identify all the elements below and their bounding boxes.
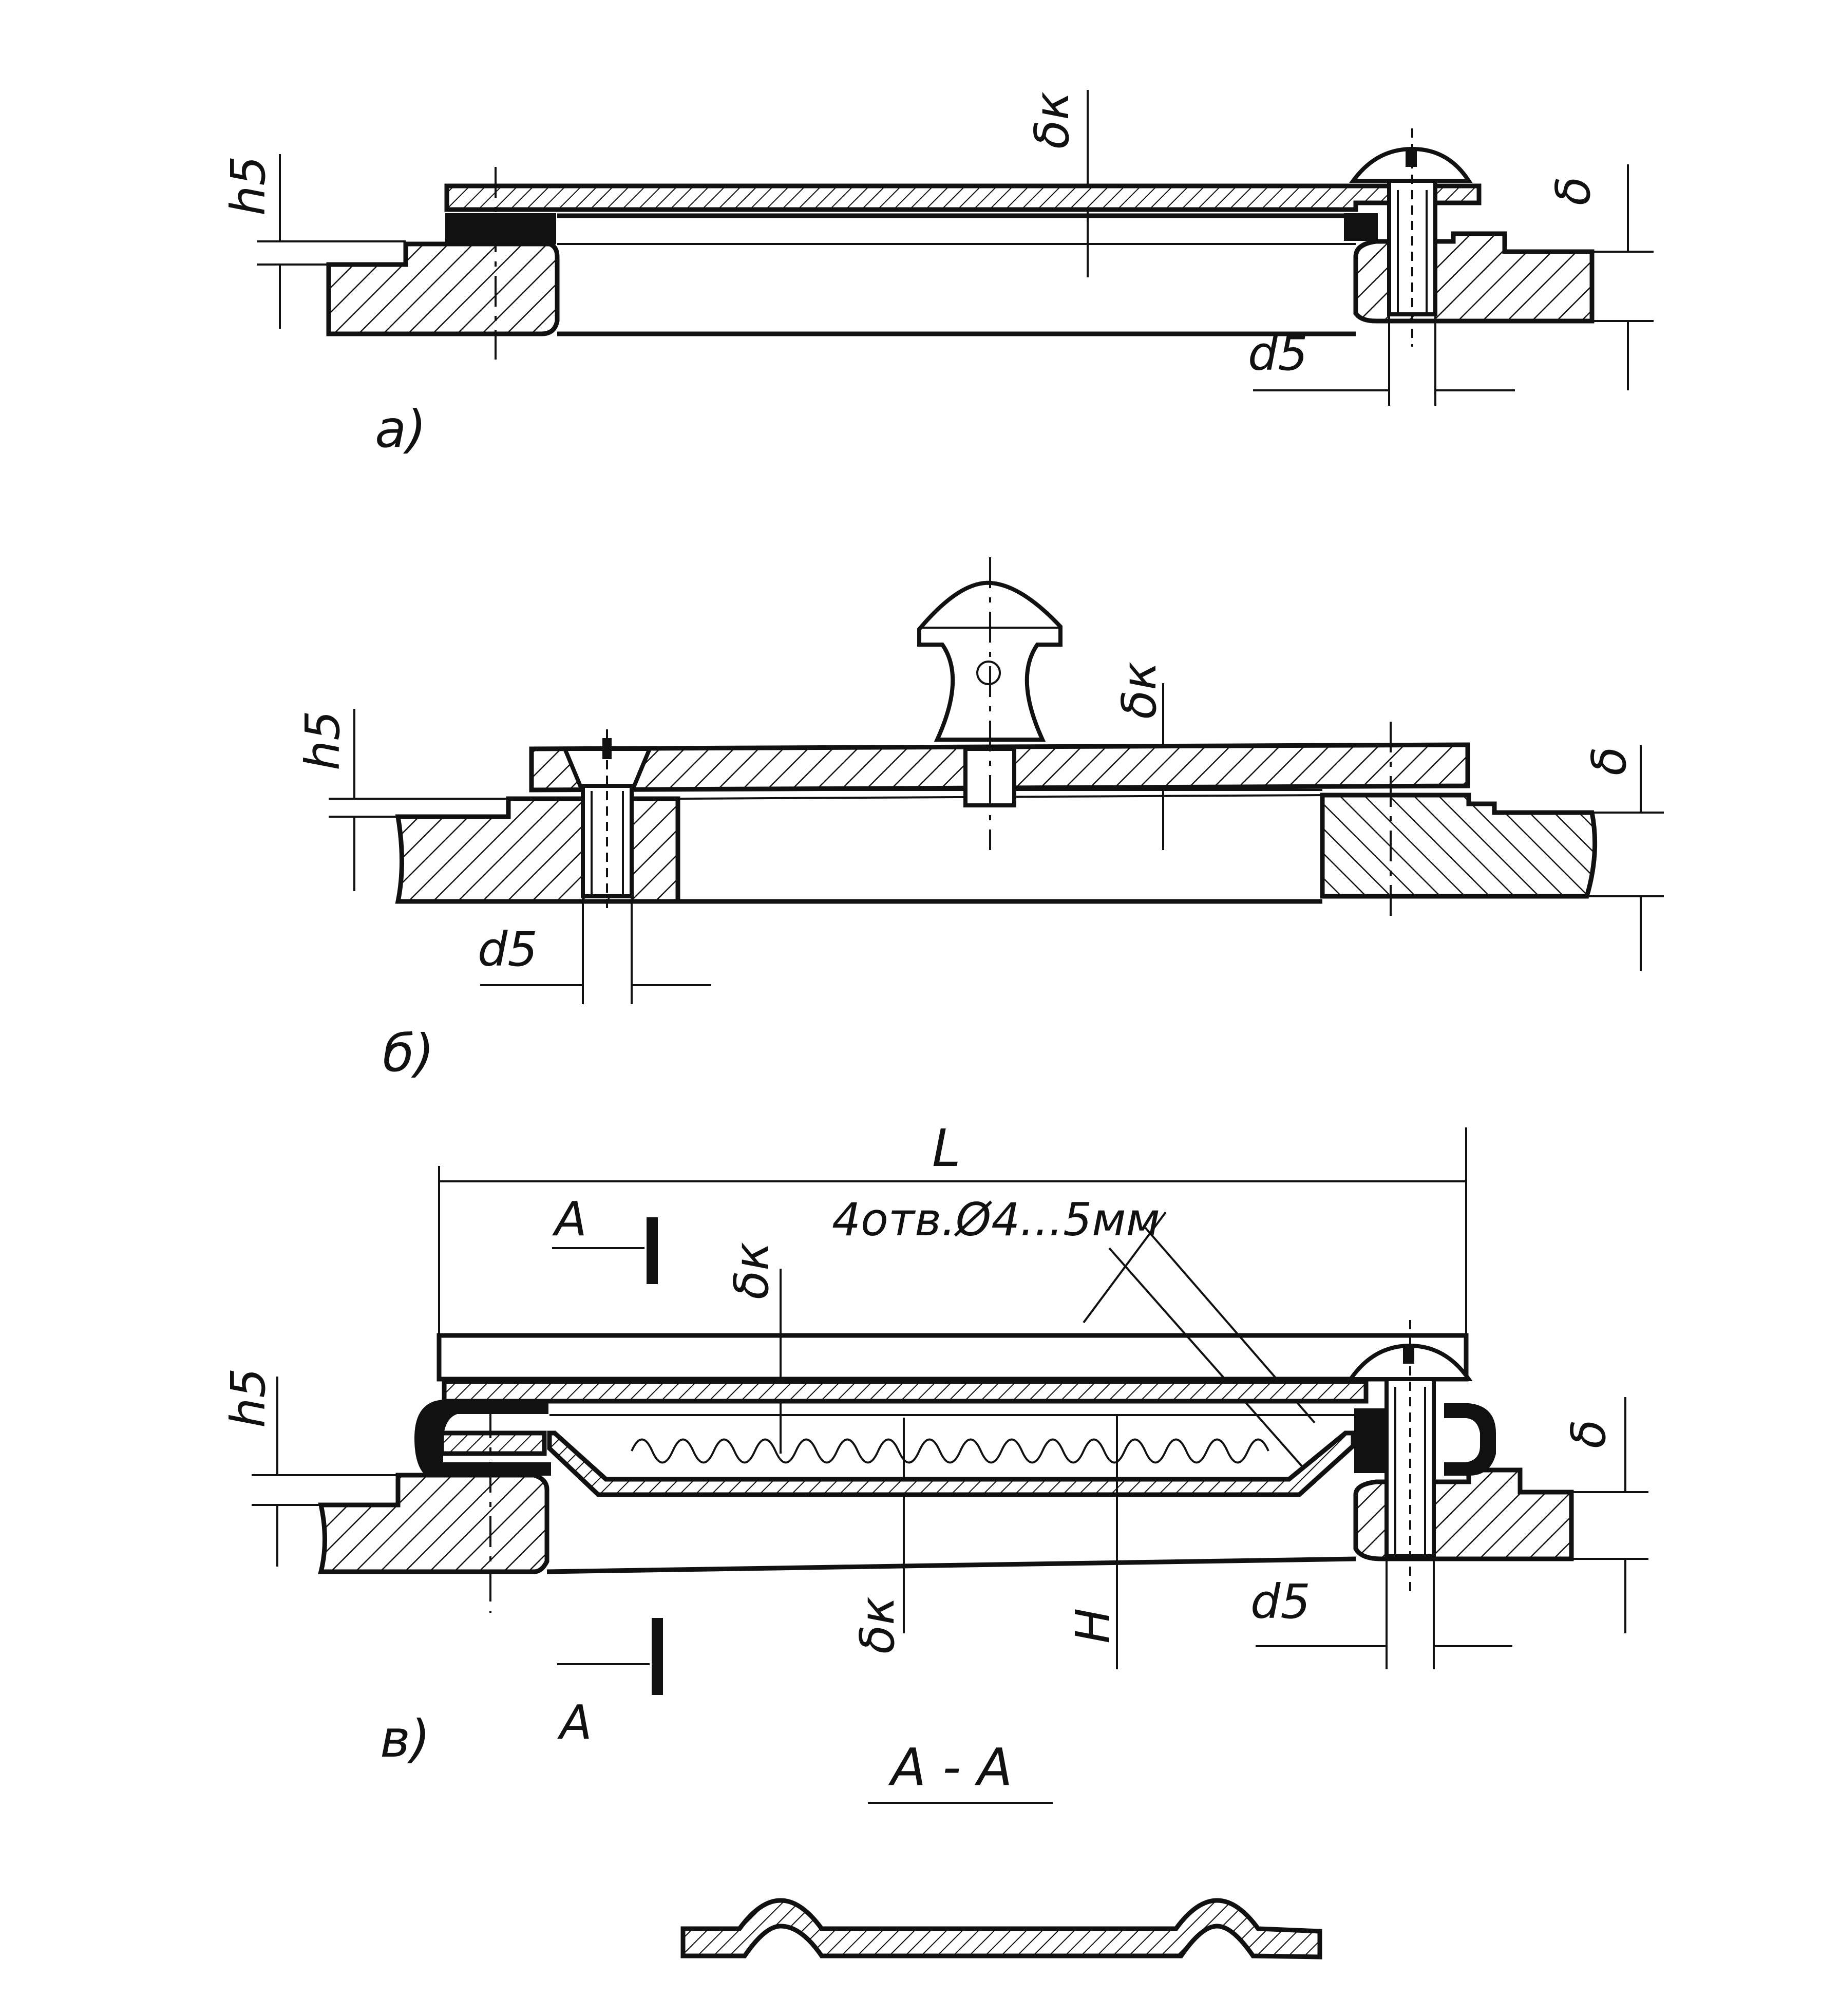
base-plate-c-left [318,1473,549,1574]
label-b-delta-k: δк [1112,662,1167,719]
base-plate-b-right [1320,793,1598,899]
label-c-d5: d5 [1250,1574,1311,1629]
label-c-section-top: A [552,1192,587,1247]
seal-c-left [414,1400,551,1476]
label-c-delta-k-top: δк [724,1242,779,1299]
base-plate-a [326,241,560,336]
label-a-delta-k: δк [1025,91,1079,149]
label-c-section-bottom: A [557,1695,592,1750]
label-a-d5: d5 [1248,326,1308,381]
seal-a-right [1344,213,1378,241]
label-c-H: H [1066,1608,1121,1644]
cover-plate-c [442,1379,1369,1404]
base-plate-b-left [395,796,680,904]
label-a-delta: δ [1546,177,1601,205]
screw-body-a [1387,179,1437,316]
label-c-delta: δ [1561,1420,1616,1448]
label-b-delta: δ [1582,747,1637,776]
caption-a: а) [375,399,426,459]
label-c-delta-k-bottom: δк [850,1596,905,1654]
view-c: L 4отв.Ø4...5мм A [221,1118,1648,1769]
spring-c [631,1438,1269,1464]
view-a: h5 δк δ d5 а) [221,90,1654,459]
caption-b: б) [383,1023,434,1083]
label-a-h5: h5 [221,156,276,216]
section-title: A - A [888,1737,1012,1797]
caption-c: в) [380,1709,430,1769]
cover-frame-c [437,1333,1469,1382]
cover-plate-a [444,183,1482,212]
view-b: h5 δк δ d5 б) [295,557,1664,1083]
label-b-d5: d5 [478,922,538,977]
section-profile [680,1898,1322,1960]
label-c-L: L [932,1118,961,1178]
section-a-a: A - A [680,1737,1322,1960]
label-c-h5: h5 [221,1368,276,1428]
seal-a [445,213,556,244]
corrugated-shield-c [547,1430,1356,1497]
seal-c-right [1444,1403,1496,1476]
label-c-holes-note: 4отв.Ø4...5мм [832,1193,1160,1246]
label-b-h5: h5 [295,710,350,770]
